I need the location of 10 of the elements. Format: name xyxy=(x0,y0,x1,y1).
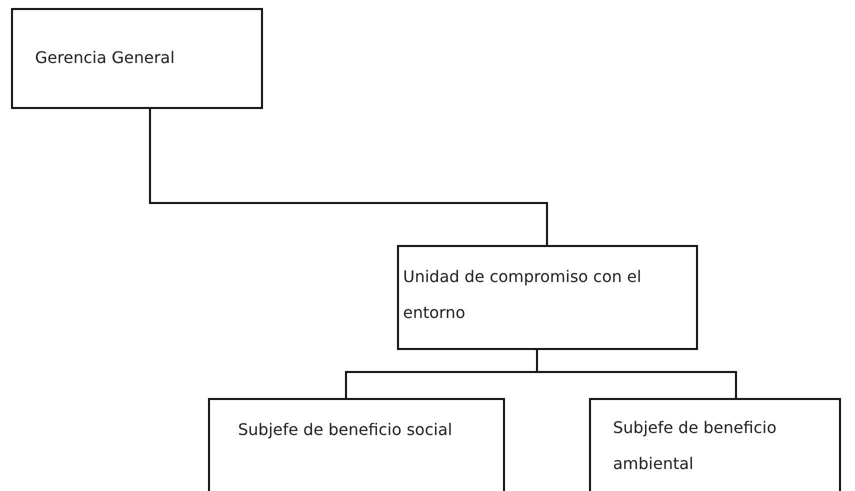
org-box xyxy=(589,398,841,491)
org-box xyxy=(208,398,505,491)
connector-line xyxy=(536,350,737,398)
box-label: Unidad de compromiso con el entorno xyxy=(403,266,642,324)
box-label: Gerencia General xyxy=(35,47,176,69)
box-label: Subjefe de beneficio ambiental xyxy=(613,417,778,475)
org-box xyxy=(11,8,263,109)
box-label: Subjefe de beneficio social xyxy=(238,419,454,441)
connector-line xyxy=(149,109,548,245)
org-box xyxy=(397,245,698,350)
